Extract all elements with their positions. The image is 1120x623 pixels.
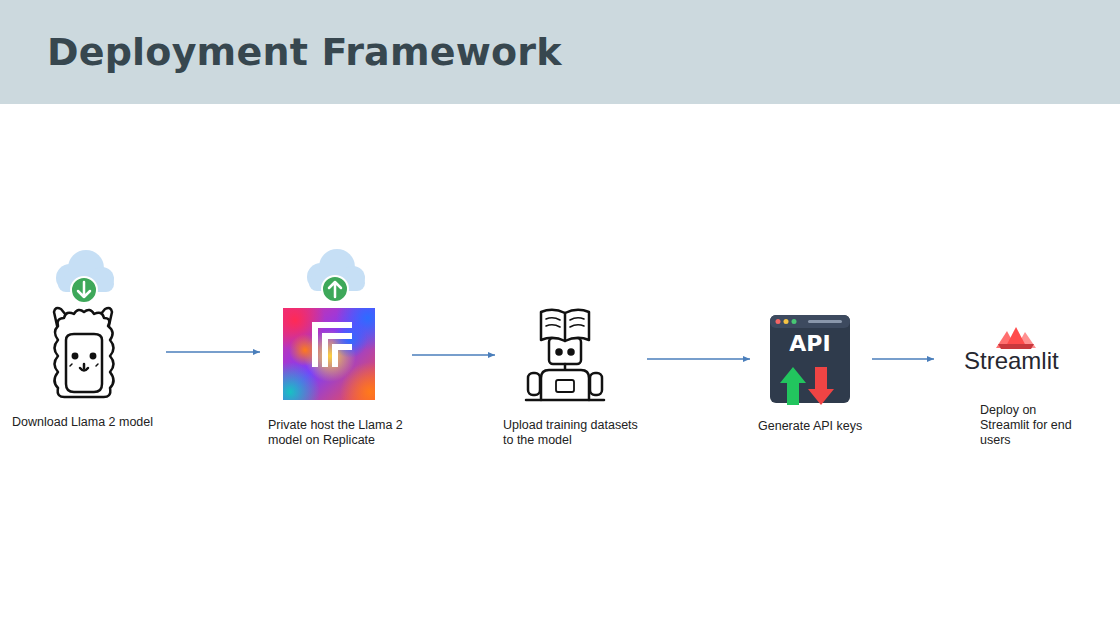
- cloud-download: [56, 250, 114, 303]
- step-caption: Generate API keys: [758, 419, 868, 434]
- flow-arrow: [166, 351, 260, 353]
- api-label: API: [770, 331, 850, 356]
- flow-arrow: [412, 354, 495, 356]
- step-caption: Private host the Llama 2 model on Replic…: [268, 418, 408, 448]
- cloud-upload: [307, 249, 365, 302]
- flow-arrow: [647, 358, 750, 360]
- step-caption: Download Llama 2 model: [12, 415, 162, 430]
- step-node: Upload training datasets to the model: [499, 245, 643, 452]
- step-caption: Upload training datasets to the model: [503, 418, 643, 448]
- flow-arrow: [872, 358, 934, 360]
- slide-title: Deployment Framework: [47, 30, 562, 74]
- step-node: API Generate API keys: [754, 245, 868, 438]
- step-node: StreamlitDeploy on Streamlit for end use…: [938, 245, 1088, 452]
- replicate-logo: [283, 308, 375, 400]
- step-node: Download Llama 2 model: [10, 245, 162, 434]
- api-window-icon: [770, 315, 850, 405]
- brand-wordmark: Streamlit: [964, 347, 1059, 375]
- llama-icon: [54, 308, 114, 397]
- step-caption: Deploy on Streamlit for end users: [980, 403, 1080, 448]
- robot-reading-icon: [526, 310, 604, 400]
- step-node: Private host the Llama 2 model on Replic…: [264, 245, 408, 452]
- streamlit-crown: [996, 327, 1036, 349]
